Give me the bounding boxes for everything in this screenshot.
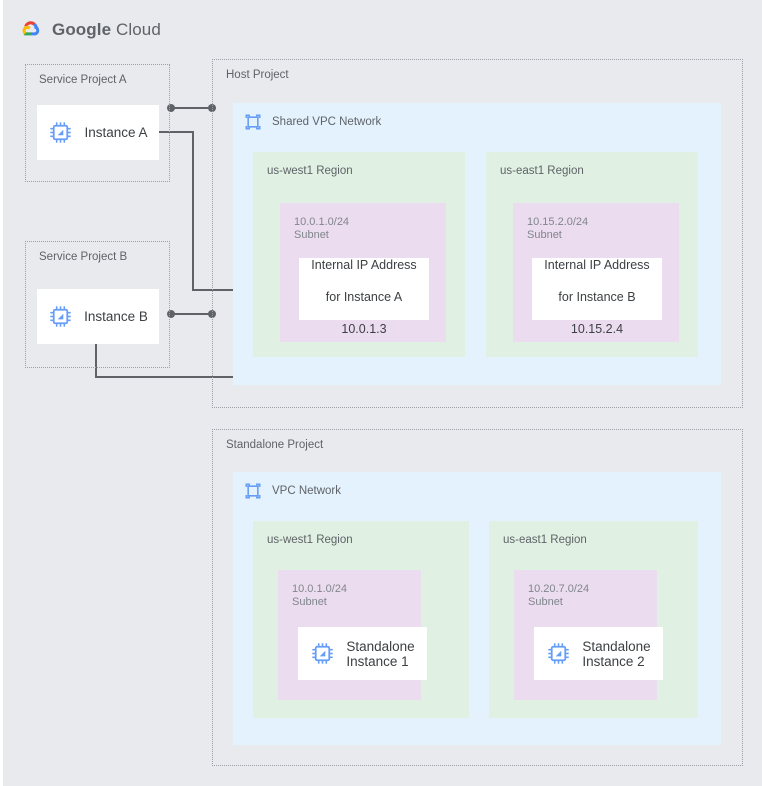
vpc-network-icon <box>245 483 261 499</box>
brand-name-bold: Google <box>52 20 112 39</box>
shared-vpc-network[interactable]: Shared VPC Network us-west1 Region 10.0.… <box>233 103 721 385</box>
compute-instance-icon <box>50 306 71 327</box>
standalone-instance-1-label: Standalone Instance 1 <box>346 638 415 669</box>
vpc-network-icon <box>245 114 261 130</box>
connector-b-ip-seg1 <box>95 344 97 378</box>
google-cloud-logo: Google Cloud <box>19 18 161 42</box>
instance-b-label: Instance B <box>84 309 148 324</box>
standalone-vpc-header: VPC Network <box>243 481 341 501</box>
internal-ip-instance-b-label: Internal IP Address for Instance B 10.15… <box>544 241 649 337</box>
standalone-instance-2-label: Standalone Instance 2 <box>582 638 651 669</box>
shared-vpc-header: Shared VPC Network <box>243 112 381 132</box>
internal-ip-instance-a-label: Internal IP Address for Instance A 10.0.… <box>311 241 416 337</box>
connector-a-ip-seg2 <box>192 131 194 291</box>
host-subnet-us-east1-type: Subnet <box>527 228 562 241</box>
host-project[interactable]: Host Project <box>212 59 743 408</box>
instance-b-card[interactable]: Instance B <box>37 289 159 344</box>
standalone-vpc-label: VPC Network <box>272 485 342 497</box>
google-cloud-logo-icon <box>22 21 40 36</box>
standalone-project[interactable]: Standalone Project <box>212 429 743 766</box>
internal-ip-b-line1: Internal IP Address <box>544 258 650 272</box>
standalone-instance-2-card[interactable]: Standalone Instance 2 <box>534 627 663 680</box>
standalone-subnet-us-west1-type: Subnet <box>292 595 327 608</box>
brand-text: Google Cloud <box>52 20 161 40</box>
internal-ip-instance-b-card[interactable]: Internal IP Address for Instance B 10.15… <box>532 258 662 336</box>
host-region-us-east1-title: us-east1 Region <box>500 165 584 177</box>
brand-name-light: Cloud <box>115 20 161 39</box>
internal-ip-b-line3: 10.15.2.4 <box>570 322 624 336</box>
compute-instance-icon <box>50 122 72 143</box>
service-project-b[interactable]: Service Project B <box>25 241 170 368</box>
internal-ip-b-line2: for Instance B <box>558 290 636 304</box>
compute-instance-icon <box>312 643 334 664</box>
diagram-canvas: Google Cloud Service Project A Ins <box>3 0 762 786</box>
connector-dot-b-left <box>167 310 175 318</box>
internal-ip-instance-a-card[interactable]: Internal IP Address for Instance A 10.0.… <box>299 258 429 336</box>
shared-vpc-label: Shared VPC Network <box>272 116 382 128</box>
service-project-b-title: Service Project B <box>39 251 128 263</box>
compute-instance-icon <box>548 643 570 664</box>
host-subnet-us-west1-type: Subnet <box>294 228 329 241</box>
host-subnet-us-west1-cidr: 10.0.1.0/24 <box>294 216 350 228</box>
host-project-title: Host Project <box>226 69 289 81</box>
internal-ip-a-line2: for Instance A <box>325 290 403 304</box>
connector-instance-a-boundary <box>171 107 213 109</box>
host-region-us-west1-title: us-west1 Region <box>267 165 353 177</box>
standalone-subnet-us-west1-cidr: 10.0.1.0/24 <box>292 583 348 595</box>
standalone-region-us-west1-title: us-west1 Region <box>267 534 353 546</box>
standalone-subnet-us-east1-cidr: 10.20.7.0/24 <box>528 583 590 595</box>
service-project-a[interactable]: Service Project A <box>25 64 170 182</box>
standalone-project-title: Standalone Project <box>226 439 324 451</box>
internal-ip-a-line3: 10.0.1.3 <box>341 322 387 336</box>
internal-ip-a-line1: Internal IP Address <box>311 258 417 272</box>
connector-instance-b-boundary <box>171 313 213 315</box>
connector-a-ip-seg1 <box>159 131 194 133</box>
host-subnet-us-east1-cidr: 10.15.2.0/24 <box>527 216 589 228</box>
service-project-a-title: Service Project A <box>39 74 127 86</box>
standalone-region-us-east1-title: us-east1 Region <box>503 534 587 546</box>
instance-a-card[interactable]: Instance A <box>37 105 159 160</box>
connector-dot-a-left <box>167 104 175 112</box>
standalone-instance-1-card[interactable]: Standalone Instance 1 <box>298 627 427 680</box>
instance-a-label: Instance A <box>84 125 148 140</box>
standalone-subnet-us-east1-type: Subnet <box>528 595 563 608</box>
